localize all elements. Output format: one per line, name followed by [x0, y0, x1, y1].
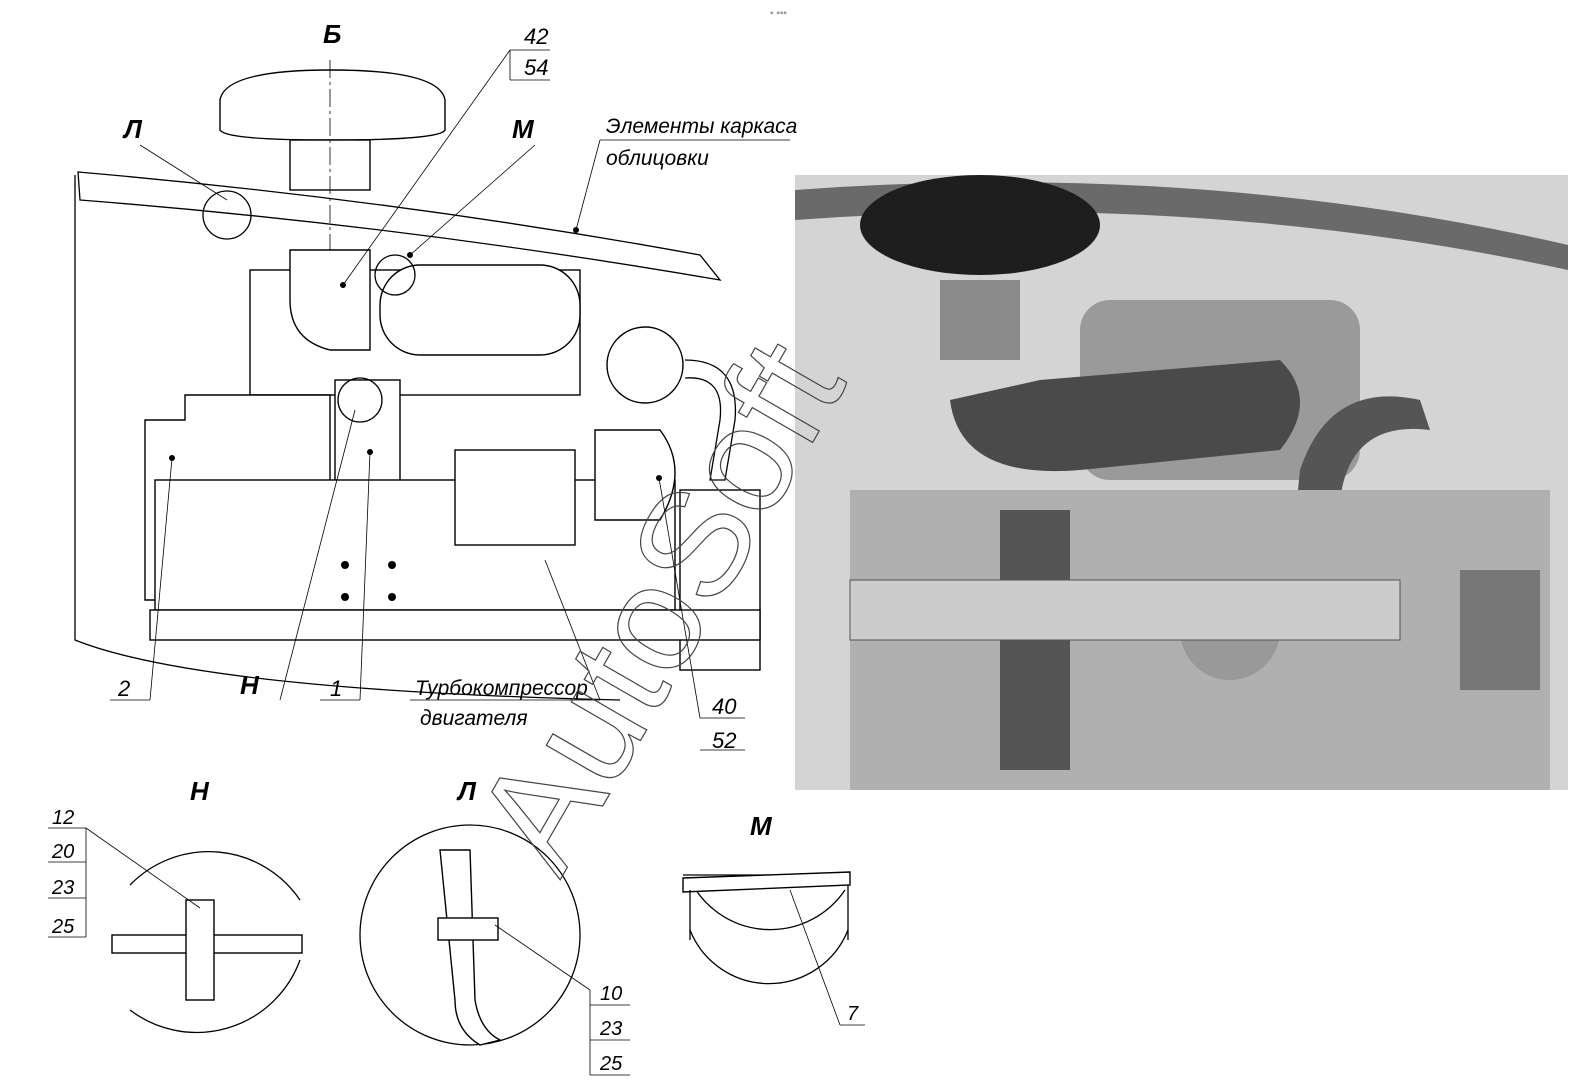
outlet-elbow	[594, 429, 676, 521]
detail-N-label: 23	[51, 877, 74, 899]
detail-N-label: 12	[52, 807, 74, 829]
toolbar-dots[interactable]: ▪ ▪▪▪	[770, 8, 787, 19]
callout-frame-elements-2: облицовки	[606, 147, 709, 170]
detail-M-label: 7	[847, 1003, 859, 1025]
callout-40: 40	[712, 694, 737, 719]
pipe	[684, 359, 737, 481]
detail-M	[682, 871, 865, 1026]
detail-circle-M	[374, 254, 416, 296]
detail-L-title: Л	[456, 776, 477, 806]
cladding-frame-beam	[77, 171, 722, 281]
detail-N-title: Н	[190, 776, 210, 806]
detail-N-label: 20	[51, 841, 74, 863]
view-label-L: Л	[122, 114, 143, 144]
callout-turbo-1: Турбокомпрессор	[415, 677, 588, 700]
engine-side-view	[74, 60, 761, 701]
callout-N: Н	[240, 670, 260, 700]
view-label-M: М	[512, 114, 535, 144]
air-filter-cap	[219, 69, 446, 141]
view-label-B: Б	[323, 19, 341, 49]
detail-N-label: 25	[51, 916, 75, 938]
detail-M-title: М	[750, 811, 773, 841]
detail-L	[359, 824, 630, 1076]
callout-frame-elements-1: Элементы каркаса	[606, 115, 797, 138]
detail-L-label: 23	[599, 1018, 622, 1040]
detail-L-label: 10	[600, 983, 622, 1005]
engine-block	[154, 479, 676, 611]
callout-42: 42	[524, 24, 548, 49]
oil-pan-rail	[149, 609, 761, 641]
bolt	[185, 899, 215, 1001]
callout-turbo-2: двигателя	[420, 707, 528, 730]
frame-outline	[74, 175, 621, 701]
air-filter-housing	[379, 264, 581, 356]
callout-2: 2	[117, 676, 130, 701]
air-compressor	[606, 326, 684, 404]
callout-52: 52	[712, 728, 736, 753]
engine-3d-render	[795, 175, 1568, 790]
detail-N	[48, 827, 303, 1034]
detail-circle-N	[337, 377, 383, 423]
detail-L-label: 25	[599, 1053, 623, 1075]
callout-54: 54	[524, 55, 548, 80]
callout-1: 1	[330, 676, 342, 701]
intake-elbow	[289, 249, 371, 351]
turbocharger	[454, 449, 576, 546]
detail-circle-L	[202, 190, 252, 240]
